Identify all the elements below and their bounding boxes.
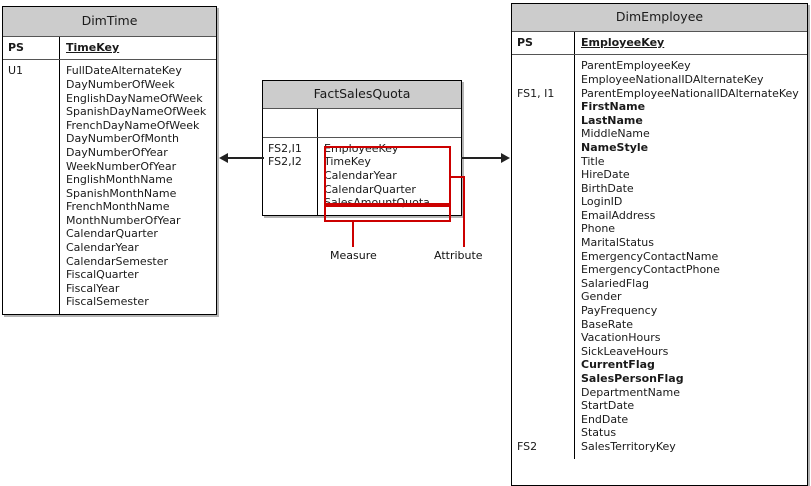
field-item: DayNumberOfYear bbox=[66, 145, 168, 159]
field-item: HireDate bbox=[581, 168, 630, 182]
dim-time-key-column: U1 bbox=[8, 64, 24, 78]
field-item: FiscalSemester bbox=[66, 295, 149, 309]
field-item: BirthDate bbox=[581, 181, 634, 195]
field-item: SickLeaveHours bbox=[581, 344, 669, 358]
field-item: EmailAddress bbox=[581, 208, 656, 222]
fact-sales-quota-pk-field bbox=[317, 108, 461, 137]
measure-leader-line bbox=[352, 222, 354, 247]
fact-sales-quota-key-column: FS2,I1 FS2,I2 bbox=[268, 141, 302, 169]
entity-dim-time[interactable]: DimTime PS TimeKey U1 FullDateAlternateK… bbox=[2, 6, 217, 316]
dim-time-pk-row: PS TimeKey bbox=[3, 36, 216, 61]
dim-employee-pk-row: PS EmployeeKey bbox=[512, 31, 807, 56]
field-item: NameStyle bbox=[581, 140, 649, 154]
attributes-highlight-box bbox=[324, 146, 451, 205]
field-item: FrenchDayNameOfWeek bbox=[66, 118, 200, 132]
entity-title-dim-employee: DimEmployee bbox=[512, 4, 807, 32]
field-item: EndDate bbox=[581, 412, 629, 426]
field-item: SpanishMonthName bbox=[66, 186, 177, 200]
erd-canvas: DimTime PS TimeKey U1 FullDateAlternateK… bbox=[2, 3, 808, 486]
field-item: CalendarYear bbox=[324, 168, 397, 182]
entity-title-dim-time: DimTime bbox=[3, 7, 216, 37]
measure-highlight-box bbox=[324, 205, 451, 222]
field-item: EmployeeKey bbox=[324, 141, 399, 155]
entity-title-fact-sales-quota: FactSalesQuota bbox=[263, 81, 461, 109]
field-item: WeekNumberOfYear bbox=[66, 159, 177, 173]
relationship-arrow-to-dim-employee bbox=[501, 153, 510, 163]
field-item: EnglishMonthName bbox=[66, 173, 173, 187]
field-item: CalendarQuarter bbox=[324, 182, 416, 196]
entity-dim-employee[interactable]: DimEmployee PS EmployeeKey FS1, I1 FS2 P… bbox=[511, 3, 808, 486]
field-item: SpanishDayNameOfWeek bbox=[66, 105, 207, 119]
field-item: LoginID bbox=[581, 195, 623, 209]
field-item: FrenchMonthName bbox=[66, 200, 170, 214]
dim-employee-key-column: FS1, I1 FS2 bbox=[512, 55, 574, 485]
field-item: SalariedFlag bbox=[581, 276, 649, 290]
dim-time-pk-name: TimeKey bbox=[66, 40, 120, 54]
field-item: FiscalQuarter bbox=[66, 268, 139, 282]
field-item: ParentEmployeeNationalIDAlternateKey bbox=[581, 86, 799, 100]
field-item: LastName bbox=[581, 113, 643, 127]
attribute-leader-line-horizontal bbox=[451, 176, 465, 178]
fact-sales-quota-pk-row bbox=[263, 108, 461, 138]
field-item: EmployeeNationalIDAlternateKey bbox=[581, 72, 764, 86]
field-item: CalendarSemester bbox=[66, 254, 169, 268]
field-item: CalendarYear bbox=[66, 241, 139, 255]
field-item: StartDate bbox=[581, 399, 635, 413]
relationship-arrow-to-dim-time bbox=[219, 153, 228, 163]
field-item: PayFrequency bbox=[581, 304, 658, 318]
field-item: CurrentFlag bbox=[581, 358, 655, 372]
dim-time-pk-label: PS bbox=[8, 40, 24, 54]
field-item: Title bbox=[581, 154, 605, 168]
field-item: EmergencyContactName bbox=[581, 249, 719, 263]
field-item: MiddleName bbox=[581, 127, 650, 141]
field-item: FullDateAlternateKey bbox=[66, 64, 182, 78]
dim-employee-pk-label: PS bbox=[517, 35, 533, 49]
dim-employee-pk-field: EmployeeKey bbox=[574, 31, 807, 55]
field-item: Gender bbox=[581, 290, 622, 304]
field-item: Phone bbox=[581, 222, 616, 236]
field-item: CalendarQuarter bbox=[66, 227, 158, 241]
measure-annotation-label: Measure bbox=[330, 249, 377, 262]
field-item: ParentEmployeeKey bbox=[581, 59, 691, 73]
field-item: EmergencyContactPhone bbox=[581, 263, 720, 277]
field-item: MonthNumberOfYear bbox=[66, 213, 181, 227]
field-item: DepartmentName bbox=[581, 385, 681, 399]
dim-time-pk-field: TimeKey bbox=[59, 36, 216, 60]
field-item: DayNumberOfWeek bbox=[66, 77, 175, 91]
relationship-line-time-to-fact bbox=[228, 157, 264, 159]
dim-employee-key-top: FS1, I1 bbox=[517, 86, 555, 100]
field-item: MaritalStatus bbox=[581, 236, 654, 250]
field-item: SalesPersonFlag bbox=[581, 372, 684, 385]
field-item: SalesTerritoryKey bbox=[581, 439, 676, 453]
field-item: FiscalYear bbox=[66, 281, 120, 295]
field-item: BaseRate bbox=[581, 317, 634, 331]
field-item: Status bbox=[581, 426, 617, 440]
attribute-leader-line-vertical bbox=[463, 176, 465, 247]
field-item: FirstName bbox=[581, 100, 646, 114]
relationship-line-fact-to-employee bbox=[461, 157, 501, 159]
dim-employee-key-bottom: FS2 bbox=[517, 440, 538, 454]
dim-employee-pk-name: EmployeeKey bbox=[581, 35, 665, 49]
field-item: EnglishDayNameOfWeek bbox=[66, 91, 203, 105]
field-item: VacationHours bbox=[581, 331, 661, 345]
fact-sales-quota-pk-label bbox=[263, 109, 317, 137]
field-item: DayNumberOfMonth bbox=[66, 132, 179, 146]
attribute-annotation-label: Attribute bbox=[434, 249, 483, 262]
field-item: TimeKey bbox=[324, 155, 371, 169]
